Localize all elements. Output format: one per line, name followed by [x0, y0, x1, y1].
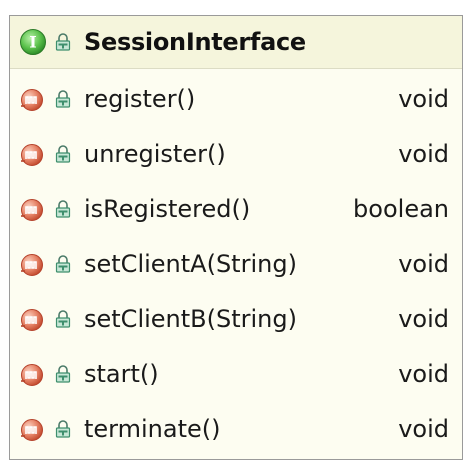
- public-lock-icon: [52, 363, 74, 385]
- method-icon: [18, 361, 48, 387]
- public-lock-icon: [52, 31, 74, 53]
- public-lock-icon: [52, 418, 74, 440]
- method-row-register[interactable]: register() void: [10, 71, 462, 126]
- method-icon: [18, 196, 48, 222]
- method-row-isregistered[interactable]: isRegistered() boolean: [10, 181, 462, 236]
- public-lock-icon: [52, 143, 74, 165]
- method-name: start(): [84, 359, 159, 388]
- interface-letter: I: [29, 33, 36, 52]
- method-icon: [18, 251, 48, 277]
- method-return-type: void: [398, 249, 449, 278]
- method-return-type: void: [398, 359, 449, 388]
- method-return-type: void: [398, 139, 449, 168]
- public-lock-icon: [52, 253, 74, 275]
- method-row-setclientbstring[interactable]: setClientB(String) void: [10, 291, 462, 346]
- method-row-unregister[interactable]: unregister() void: [10, 126, 462, 181]
- method-return-type: boolean: [353, 194, 449, 223]
- method-name: isRegistered(): [84, 194, 251, 223]
- method-name: register(): [84, 84, 196, 113]
- method-icon: [18, 306, 48, 332]
- method-icon: [18, 416, 48, 442]
- method-icon: [18, 86, 48, 112]
- class-header[interactable]: I SessionInterface: [10, 16, 462, 69]
- method-row-setclientastring[interactable]: setClientA(String) void: [10, 236, 462, 291]
- method-return-type: void: [398, 414, 449, 443]
- public-lock-icon: [52, 308, 74, 330]
- uml-class-box[interactable]: I SessionInterface: [9, 15, 463, 460]
- method-return-type: void: [398, 304, 449, 333]
- class-name: SessionInterface: [84, 28, 306, 56]
- method-list: register() void: [10, 69, 462, 456]
- method-row-terminate[interactable]: terminate() void: [10, 401, 462, 456]
- method-icon: [18, 141, 48, 167]
- method-name: terminate(): [84, 414, 221, 443]
- method-row-start[interactable]: start() void: [10, 346, 462, 401]
- interface-icon: I: [18, 27, 48, 57]
- public-lock-icon: [52, 88, 74, 110]
- method-name: setClientB(String): [84, 304, 297, 333]
- method-return-type: void: [398, 84, 449, 113]
- method-name: setClientA(String): [84, 249, 297, 278]
- method-name: unregister(): [84, 139, 226, 168]
- public-lock-icon: [52, 198, 74, 220]
